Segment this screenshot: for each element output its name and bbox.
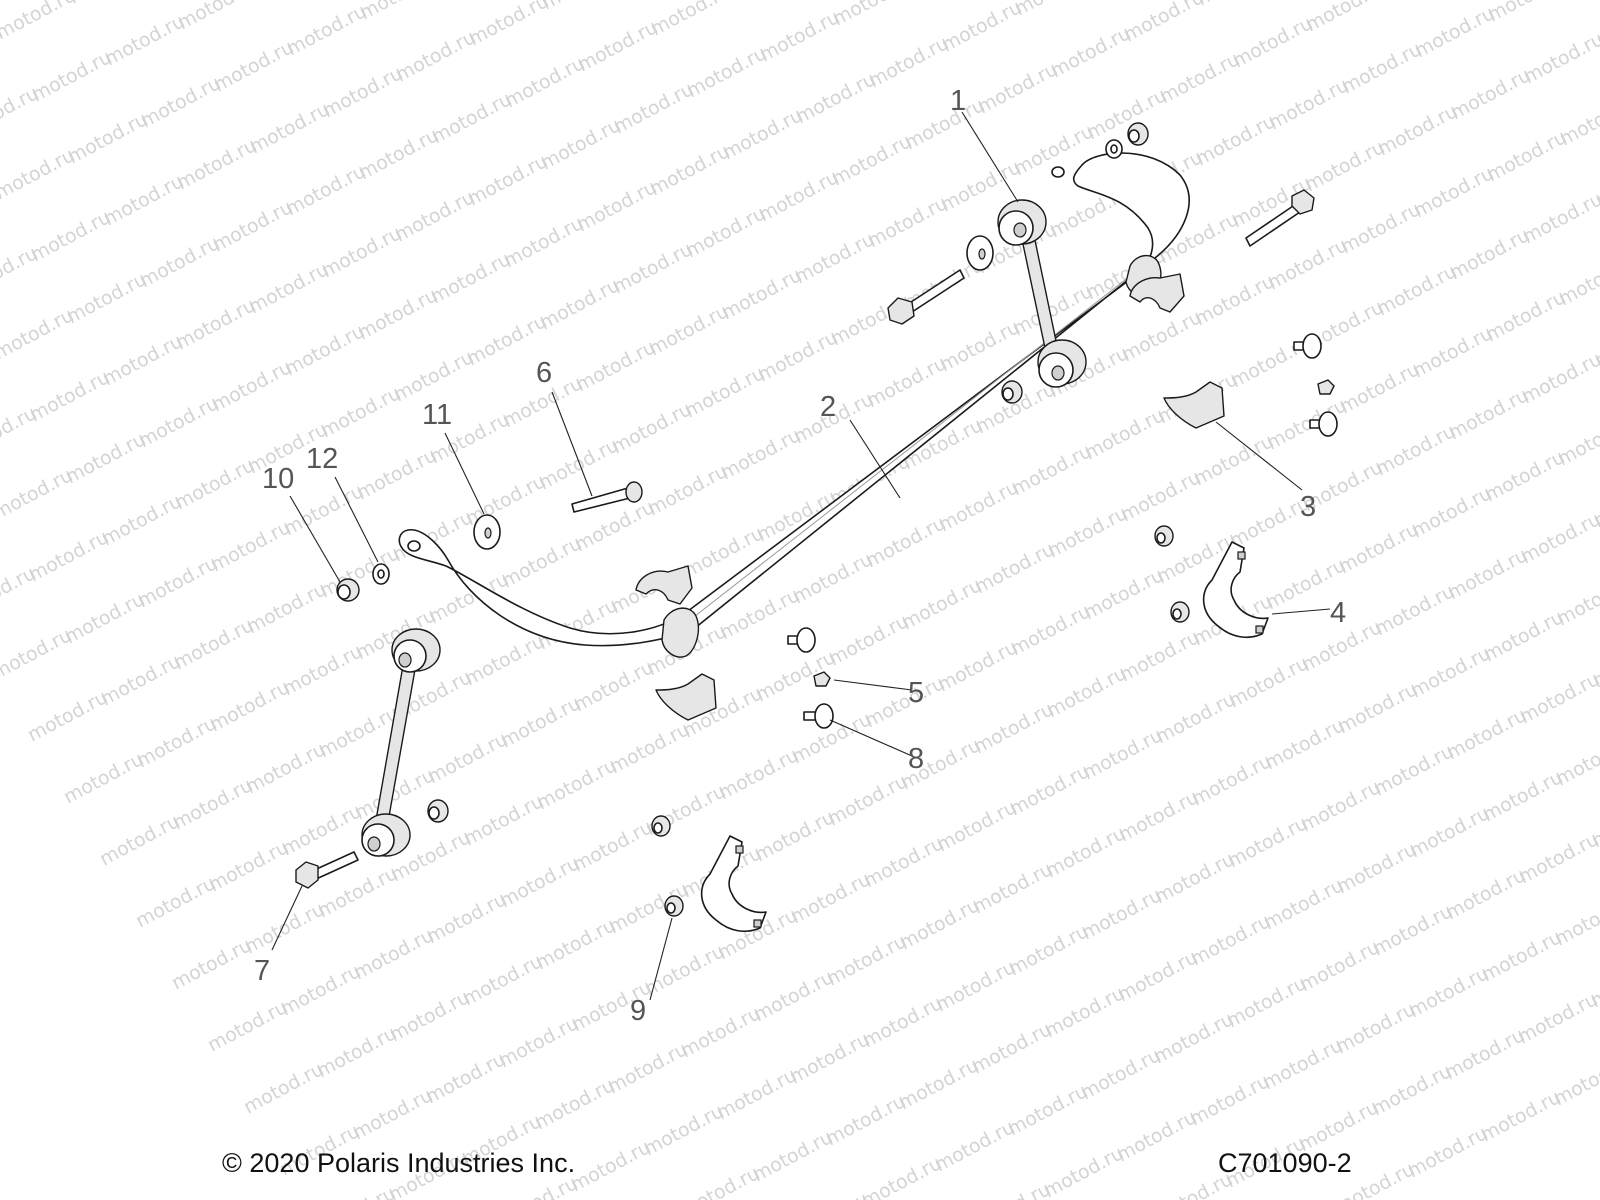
leader-7 xyxy=(271,885,303,951)
bushing-part-3[interactable] xyxy=(1163,381,1225,429)
nut-part-10[interactable] xyxy=(336,578,360,602)
callout-4: 4 xyxy=(1330,597,1346,629)
callout-5: 5 xyxy=(908,677,924,709)
nut-part-9[interactable] xyxy=(664,895,684,917)
washer-top-small[interactable] xyxy=(1105,139,1123,159)
leader-11 xyxy=(444,432,485,515)
bolt-part-7[interactable] xyxy=(295,851,359,889)
drawing-number: C701090-2 xyxy=(1218,1148,1352,1178)
stabilizer-bar[interactable] xyxy=(398,152,1190,658)
stabilizer-link-left[interactable] xyxy=(361,628,441,857)
callout-7: 7 xyxy=(254,955,270,987)
washer-part-11[interactable] xyxy=(473,514,501,550)
bushing-left-upper[interactable] xyxy=(635,565,693,605)
rivet-right-lower[interactable] xyxy=(1309,411,1338,437)
leader-4 xyxy=(1271,608,1331,615)
callout-8: 8 xyxy=(908,743,924,775)
bolt-upper-right[interactable] xyxy=(1245,189,1315,247)
grease-fitting-part-5[interactable] xyxy=(813,671,831,687)
callout-12: 12 xyxy=(306,443,338,475)
callout-10: 10 xyxy=(262,463,294,495)
bolt-upper-center[interactable] xyxy=(887,269,965,325)
leader-5 xyxy=(833,679,913,691)
leader-1 xyxy=(961,111,1019,203)
nut-bracket-upper-a[interactable] xyxy=(1154,525,1174,547)
copyright-text: © 2020 Polaris Industries Inc. xyxy=(222,1148,576,1178)
grease-fitting-right[interactable] xyxy=(1317,379,1335,395)
bracket-part-4[interactable] xyxy=(1202,541,1269,639)
bushing-left-lower[interactable] xyxy=(655,673,717,721)
callout-9: 9 xyxy=(630,995,646,1027)
leader-12 xyxy=(334,476,379,563)
leader-8 xyxy=(829,719,913,757)
leader-6 xyxy=(551,391,593,497)
leader-10 xyxy=(289,495,341,583)
bushing-upper-right[interactable] xyxy=(1129,273,1185,313)
bracket-lower[interactable] xyxy=(700,835,767,933)
nut-bracket-lower-a[interactable] xyxy=(651,815,671,837)
callout-11: 11 xyxy=(422,399,452,431)
nut-lower-link[interactable] xyxy=(427,799,449,823)
leader-2 xyxy=(849,419,901,499)
washer-part-12[interactable] xyxy=(372,563,390,585)
leader-lines xyxy=(271,111,1331,1001)
rivet-upper-center[interactable] xyxy=(787,627,816,653)
stabilizer-link-right[interactable] xyxy=(997,199,1087,388)
nut-bracket-upper-b[interactable] xyxy=(1170,601,1190,623)
nut-top[interactable] xyxy=(1127,122,1149,146)
bolt-part-6[interactable] xyxy=(571,481,643,513)
leader-9 xyxy=(649,917,673,1001)
nut-mid-link[interactable] xyxy=(1001,380,1023,404)
callout-6: 6 xyxy=(536,357,552,389)
callout-numbers: 1 2 3 4 5 6 7 8 9 10 11 12 xyxy=(254,85,1346,1027)
callout-2: 2 xyxy=(820,391,836,423)
callout-1: 1 xyxy=(950,85,966,117)
leader-3 xyxy=(1215,421,1303,491)
rivet-right-upper[interactable] xyxy=(1293,333,1322,359)
callout-3: 3 xyxy=(1300,491,1316,523)
rivet-part-8[interactable] xyxy=(803,703,834,729)
washer-upper[interactable] xyxy=(966,235,994,271)
